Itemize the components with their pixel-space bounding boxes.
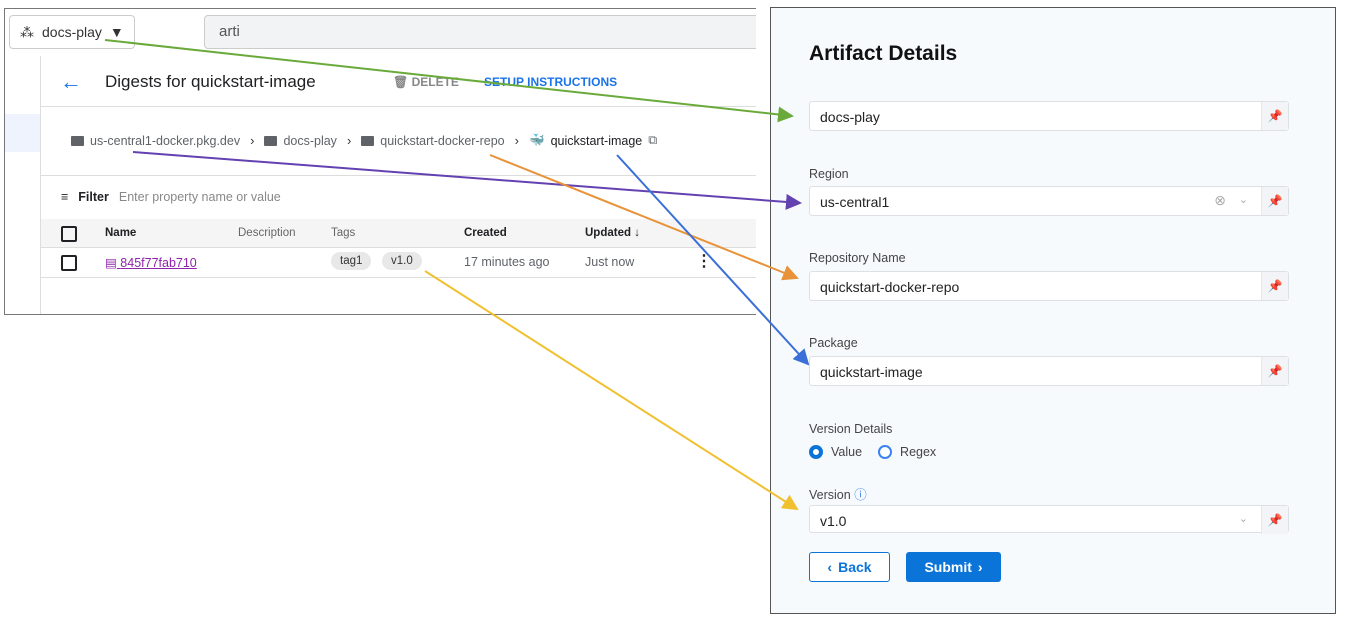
folder-icon bbox=[264, 135, 278, 146]
sidebar-selected-item[interactable] bbox=[5, 114, 40, 152]
setup-instructions-button[interactable]: SETUP INSTRUCTIONS bbox=[484, 75, 618, 89]
breadcrumb-current: quickstart-image bbox=[550, 133, 643, 148]
back-arrow-icon[interactable]: ← bbox=[60, 69, 82, 94]
chevron-down-icon[interactable]: ⌄ bbox=[1238, 194, 1248, 206]
version-details-label: Version Details bbox=[809, 422, 893, 436]
clear-icon[interactable]: ⊗ bbox=[1214, 192, 1226, 208]
repo-label: Repository Name bbox=[809, 251, 906, 265]
col-name[interactable]: Name bbox=[105, 227, 137, 239]
project-field[interactable]: docs-play📌 bbox=[809, 101, 1289, 131]
info-icon[interactable]: ⓘ bbox=[854, 488, 867, 502]
version-select[interactable]: v1.0⌄📌 bbox=[809, 505, 1289, 534]
col-description: Description bbox=[238, 227, 296, 239]
col-tags: Tags bbox=[331, 227, 356, 239]
console-panel: ⁂ docs-play ▼ arti ← Digests for quickst… bbox=[4, 8, 756, 315]
version-label: Version ⓘ bbox=[809, 488, 867, 502]
folder-icon bbox=[361, 135, 375, 146]
dropdown-icon: ▼ bbox=[109, 24, 124, 40]
project-icon: ⁂ bbox=[20, 23, 34, 40]
pin-icon[interactable]: 📌 bbox=[1261, 187, 1288, 215]
breadcrumb-item[interactable]: us-central1-docker.pkg.dev bbox=[90, 133, 241, 148]
chevron-down-icon[interactable]: ⌄ bbox=[1238, 513, 1248, 525]
created-cell: 17 minutes ago bbox=[464, 255, 550, 269]
page-title: Digests for quickstart-image bbox=[105, 72, 316, 91]
trash-icon: 🗑 bbox=[393, 75, 409, 89]
package-field[interactable]: quickstart-image📌 bbox=[809, 356, 1289, 386]
back-button[interactable]: ‹Back bbox=[809, 552, 890, 582]
sort-down-icon: ↓ bbox=[634, 227, 640, 239]
repo-field[interactable]: quickstart-docker-repo📌 bbox=[809, 271, 1289, 301]
filter-input[interactable]: Enter property name or value bbox=[118, 190, 281, 204]
table-header: Name Description Tags Created Updated ↓ bbox=[41, 219, 756, 248]
pin-icon[interactable]: 📌 bbox=[1261, 357, 1288, 385]
digest-icon: ▤ bbox=[105, 256, 117, 270]
col-updated[interactable]: Updated ↓ bbox=[585, 227, 640, 239]
filter-icon: ≡ bbox=[61, 190, 69, 204]
copy-icon[interactable]: ⧉ bbox=[648, 133, 658, 147]
sidebar bbox=[5, 56, 41, 314]
package-label: Package bbox=[809, 336, 858, 350]
divider bbox=[41, 175, 756, 176]
project-name: docs-play bbox=[42, 24, 102, 40]
breadcrumb: us-central1-docker.pkg.dev› docs-play› q… bbox=[71, 133, 657, 148]
digest-link[interactable]: ▤ 845f77fab710 bbox=[105, 256, 197, 270]
pin-icon[interactable]: 📌 bbox=[1261, 506, 1288, 534]
table-row: ▤ 845f77fab710 tag1 v1.0 17 minutes ago … bbox=[41, 248, 756, 278]
tag-chip[interactable]: v1.0 bbox=[382, 252, 422, 270]
more-menu-icon[interactable]: ⋮ bbox=[696, 253, 712, 270]
filter-bar[interactable]: ≡ Filter Enter property name or value bbox=[61, 190, 281, 204]
pin-icon[interactable]: 📌 bbox=[1261, 102, 1288, 130]
submit-button[interactable]: Submit› bbox=[906, 552, 1001, 582]
region-label: Region bbox=[809, 167, 849, 181]
project-selector[interactable]: ⁂ docs-play ▼ bbox=[9, 15, 135, 49]
breadcrumb-item[interactable]: quickstart-docker-repo bbox=[380, 133, 505, 148]
artifact-details-form: Artifact Details docs-play📌 Region us-ce… bbox=[770, 7, 1336, 614]
col-created[interactable]: Created bbox=[464, 227, 507, 239]
tag-chip[interactable]: tag1 bbox=[331, 252, 372, 270]
breadcrumb-item[interactable]: docs-play bbox=[283, 133, 337, 148]
regex-radio[interactable] bbox=[878, 445, 893, 459]
updated-cell: Just now bbox=[585, 255, 635, 269]
form-title: Artifact Details bbox=[809, 42, 958, 65]
value-radio[interactable] bbox=[809, 445, 823, 459]
region-select[interactable]: us-central1⊗⌄📌 bbox=[809, 186, 1289, 216]
search-input[interactable]: arti bbox=[204, 15, 756, 49]
folder-icon bbox=[71, 135, 84, 146]
docker-icon: 🐳 bbox=[528, 133, 545, 147]
select-all-checkbox[interactable] bbox=[61, 226, 77, 242]
pin-icon[interactable]: 📌 bbox=[1261, 272, 1288, 300]
row-checkbox[interactable] bbox=[61, 255, 77, 271]
delete-button[interactable]: 🗑 DELETE bbox=[393, 75, 459, 89]
